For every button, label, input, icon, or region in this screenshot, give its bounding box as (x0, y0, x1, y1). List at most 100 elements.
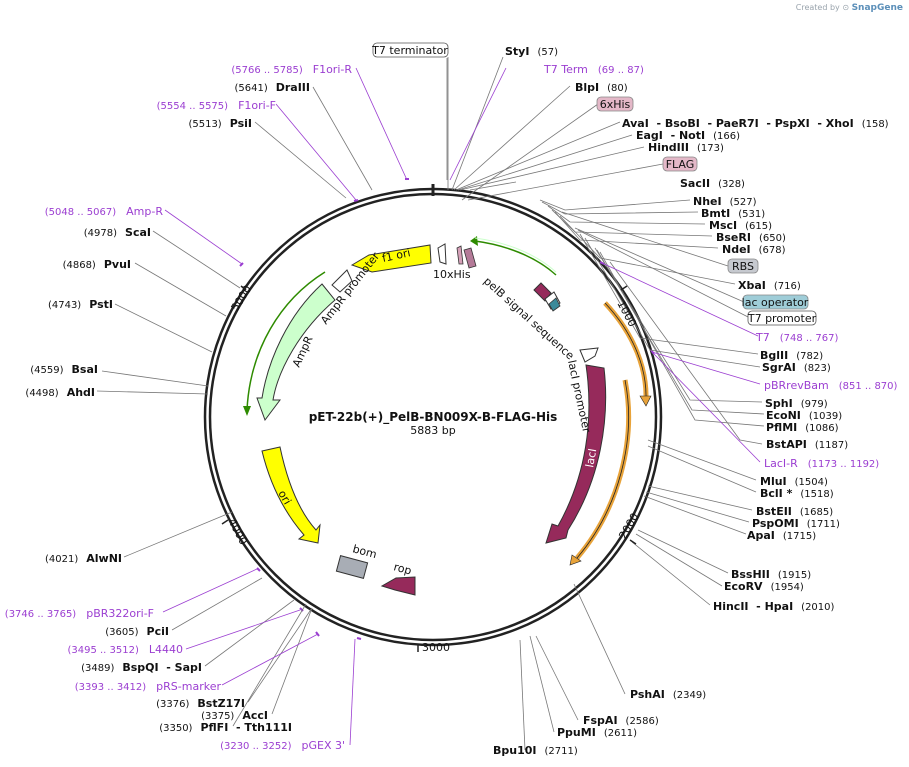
ampr-feature (256, 283, 336, 422)
svg-text:(5554 .. 5575)F1ori-F: (5554 .. 5575)F1ori-F (157, 99, 276, 112)
svg-text:(5766 .. 5785)F1ori-R: (5766 .. 5785)F1ori-R (231, 63, 352, 76)
svg-text:(3350)PflFI - Tth111I: (3350)PflFI - Tth111I (159, 721, 292, 734)
bom-label: bom (351, 542, 378, 561)
svg-text:(4868)PvuI: (4868)PvuI (63, 258, 131, 271)
svg-text:EcoRV(1954): EcoRV(1954) (724, 580, 804, 593)
enzyme-pflmi: PflMI (766, 421, 797, 434)
svg-text:PshAI(2349): PshAI(2349) (630, 688, 706, 701)
svg-text:AvaI - BsoBI - PaeR7I - Psp: AvaI - BsoBI - PaeR7I - PspXI - XhoI(158… (622, 117, 889, 130)
watermark-prefix: Created by (795, 3, 840, 12)
primer-pgex-3: pGEX 3' (301, 739, 345, 752)
plasmid-name: pET-22b(+)_PelB-BN009X-B-FLAG-His (309, 410, 558, 425)
svg-text:PflMI(1086): PflMI(1086) (766, 421, 839, 434)
rop-label: rop (392, 560, 413, 577)
enzyme-xhoi-group: AvaI - BsoBI - PaeR7I - PspXI - XhoI (622, 117, 854, 130)
svg-text:NheI(527): NheI(527) (693, 195, 757, 208)
enzyme-bstapi: BstAPI (766, 438, 807, 451)
svg-text:(3375)AccI: (3375)AccI (201, 709, 268, 722)
svg-text:BstAPI(1187): BstAPI(1187) (766, 438, 848, 451)
svg-text:NdeI(678): NdeI(678) (722, 243, 786, 256)
svg-text:pBRrevBam(851 .. 870): pBRrevBam(851 .. 870) (764, 379, 898, 392)
laci-label: lacI (583, 447, 599, 468)
feature-t7-promoter: T7 promoter (747, 312, 817, 325)
enzyme-psii: PsiI (230, 117, 252, 130)
enzyme-alwni: AlwNI (86, 552, 122, 565)
svg-text:BstEII(1685): BstEII(1685) (756, 505, 833, 518)
primer-amp-r: Amp-R (126, 205, 163, 218)
svg-text:SphI(979): SphI(979) (765, 397, 828, 410)
enzyme-sacii: SacII (680, 177, 710, 190)
enzyme-acci: AccI (242, 709, 268, 722)
svg-text:(4559)BsaI: (4559)BsaI (30, 363, 98, 376)
primer-l4440: L4440 (149, 643, 183, 656)
ori-label: ori (275, 488, 293, 507)
enzyme-xbai: XbaI (738, 279, 766, 292)
svg-text:EagI - NotI(166): EagI - NotI(166) (636, 129, 740, 142)
tick-label-5000: 5000 (229, 283, 255, 314)
enzyme-ahdi: AhdI (67, 386, 95, 399)
enzyme-apai: ApaI (747, 529, 775, 542)
svg-text:T7(748 .. 767): T7(748 .. 767) (755, 331, 839, 344)
primer-pbrrevbam: pBRrevBam (764, 379, 829, 392)
svg-text:HincII - HpaI(2010): HincII - HpaI(2010) (713, 600, 835, 613)
svg-text:(4498)AhdI: (4498)AhdI (25, 386, 95, 399)
svg-text:BglII(782): BglII(782) (760, 349, 823, 362)
feature-rbs: RBS (732, 260, 754, 273)
primer-laci-r: LacI-R (764, 457, 798, 470)
enzyme-labels: StyI(57) BlpI(80) AvaI - BsoBI - PaeR7I … (493, 45, 889, 757)
svg-text:(5641)DraIII: (5641)DraIII (234, 81, 310, 94)
enzyme-blpi: BlpI (575, 81, 599, 94)
svg-text:(3376)BstZ17I: (3376)BstZ17I (156, 697, 245, 710)
svg-text:ApaI(1715): ApaI(1715) (747, 529, 816, 542)
svg-text:(4743)PstI: (4743)PstI (48, 298, 113, 311)
primer-f1ori-f: F1ori-F (238, 99, 276, 112)
enzyme-bstz17i: BstZ17I (197, 697, 245, 710)
svg-text:FspAI(2586): FspAI(2586) (583, 714, 659, 727)
svg-text:(3605)PciI: (3605)PciI (105, 625, 169, 638)
enzyme-bcli: BclI * (760, 487, 793, 500)
enzyme-hpai-group: HincII - HpaI (713, 600, 793, 613)
svg-text:BmtI(531): BmtI(531) (701, 207, 765, 220)
svg-text:(3495 .. 3512)L4440: (3495 .. 3512)L4440 (67, 643, 183, 656)
feature-t7-terminator: T7 terminator (371, 44, 448, 57)
primer-labels: T7 Term(69 .. 87) T7(748 .. 767) pBRrevB… (5, 63, 898, 752)
enzyme-sapi-group: BspQI - SapI (122, 661, 202, 674)
svg-text:(3746 .. 3765)pBR322ori-F: (3746 .. 3765)pBR322ori-F (5, 607, 154, 620)
enzyme-bsshii: BssHII (731, 568, 770, 581)
feature-flag: FLAG (666, 158, 695, 171)
svg-text:LacI-R(1173 .. 1192): LacI-R(1173 .. 1192) (764, 457, 879, 470)
his10-feature (437, 243, 447, 265)
enzyme-bsteii: BstEII (756, 505, 792, 518)
enzyme-pshai: PshAI (630, 688, 665, 701)
svg-text:(3230 .. 3252)pGEX 3': (3230 .. 3252)pGEX 3' (220, 739, 345, 752)
enzyme-noti-group: EagI - NotI (636, 129, 705, 142)
svg-text:Bpu10I(2711): Bpu10I(2711) (493, 744, 578, 757)
tick-label-3000: 3000 (422, 641, 450, 654)
primer-t7-term: T7 Term (543, 63, 588, 76)
svg-text:MluI(1504): MluI(1504) (760, 475, 828, 488)
enzyme-pspomi: PspOMI (752, 517, 799, 530)
his10-label: 10xHis (433, 268, 471, 281)
bom-feature (335, 555, 369, 579)
feature-6xhis: 6xHis (600, 98, 631, 111)
enzyme-draiii: DraIII (276, 81, 310, 94)
svg-text:(3489)BspQI - SapI: (3489)BspQI - SapI (81, 661, 202, 674)
svg-text:(3393 .. 3412)pRS-marker: (3393 .. 3412)pRS-marker (75, 680, 222, 693)
feature-lac-operator: lac operator (742, 296, 809, 309)
svg-text:XbaI(716): XbaI(716) (738, 279, 801, 292)
enzyme-bmti: BmtI (701, 207, 730, 220)
laci-promoter-feature (579, 347, 599, 363)
watermark-brand: SnapGene (851, 3, 903, 13)
enzyme-psti: PstI (89, 298, 113, 311)
snapgene-watermark: Created by ⊙ SnapGene (796, 3, 903, 13)
enzyme-fspai: FspAI (583, 714, 618, 727)
svg-text:MscI(615): MscI(615) (709, 219, 772, 232)
svg-text:EcoNI(1039): EcoNI(1039) (766, 409, 842, 422)
enzyme-scai: ScaI (125, 226, 151, 239)
enzyme-bsai: BsaI (72, 363, 98, 376)
plasmid-size: 5883 bp (410, 424, 455, 437)
primer-leader-lines (162, 67, 761, 746)
pelb-label: pelB signal sequence (481, 275, 577, 363)
svg-text:HindIII(173): HindIII(173) (648, 141, 724, 154)
